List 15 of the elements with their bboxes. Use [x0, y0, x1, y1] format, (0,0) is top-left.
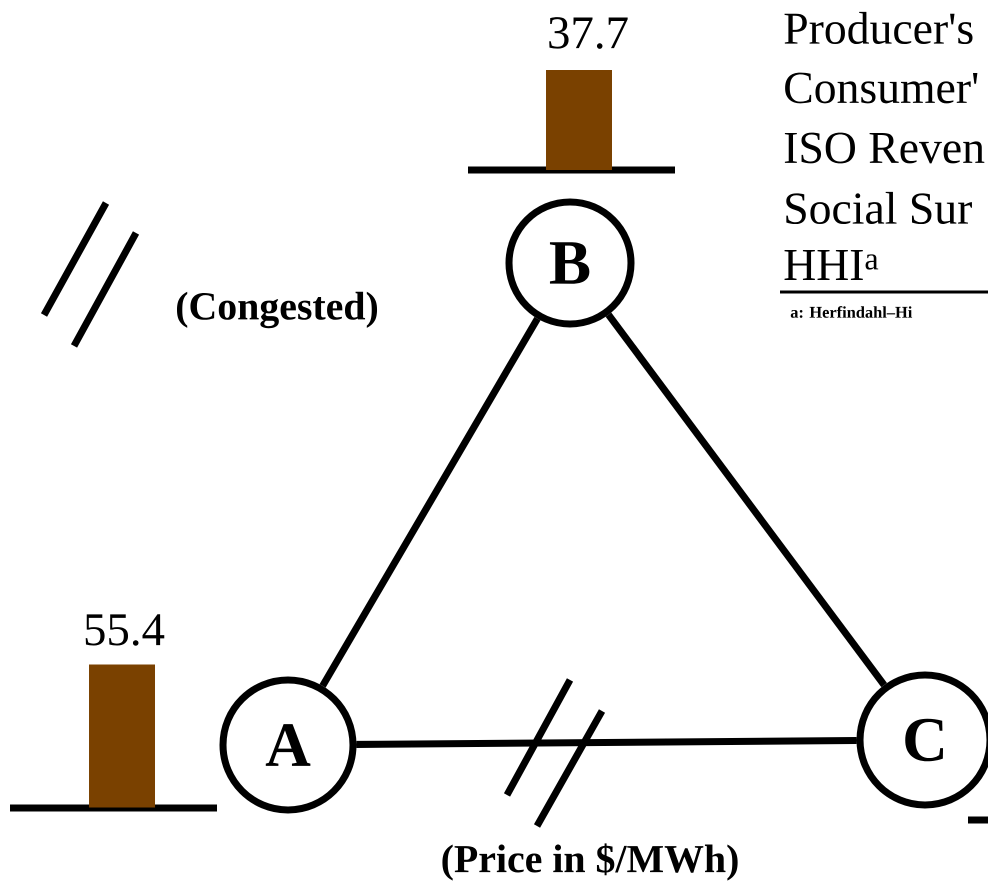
- price-bar: [546, 70, 612, 170]
- price-value: 37.7: [549, 17, 628, 49]
- table-row: Consumer': [785, 72, 978, 104]
- footnote: a: Herfindahl–Hi: [790, 306, 912, 318]
- table-row: HHI$^{a}$: [784, 250, 878, 280]
- unit-note: (Price in $/MWh): [442, 843, 738, 881]
- table-row: Producer's: [784, 12, 973, 44]
- price-bar: [89, 664, 155, 808]
- legend-text: (Congested): [176, 292, 378, 328]
- line: [606, 312, 887, 688]
- line: [356, 737, 857, 748]
- price-value: 55.4: [86, 614, 164, 646]
- line: [320, 316, 540, 688]
- table-row: ISO Reven: [784, 132, 984, 164]
- table-row: Social Sur: [786, 192, 972, 224]
